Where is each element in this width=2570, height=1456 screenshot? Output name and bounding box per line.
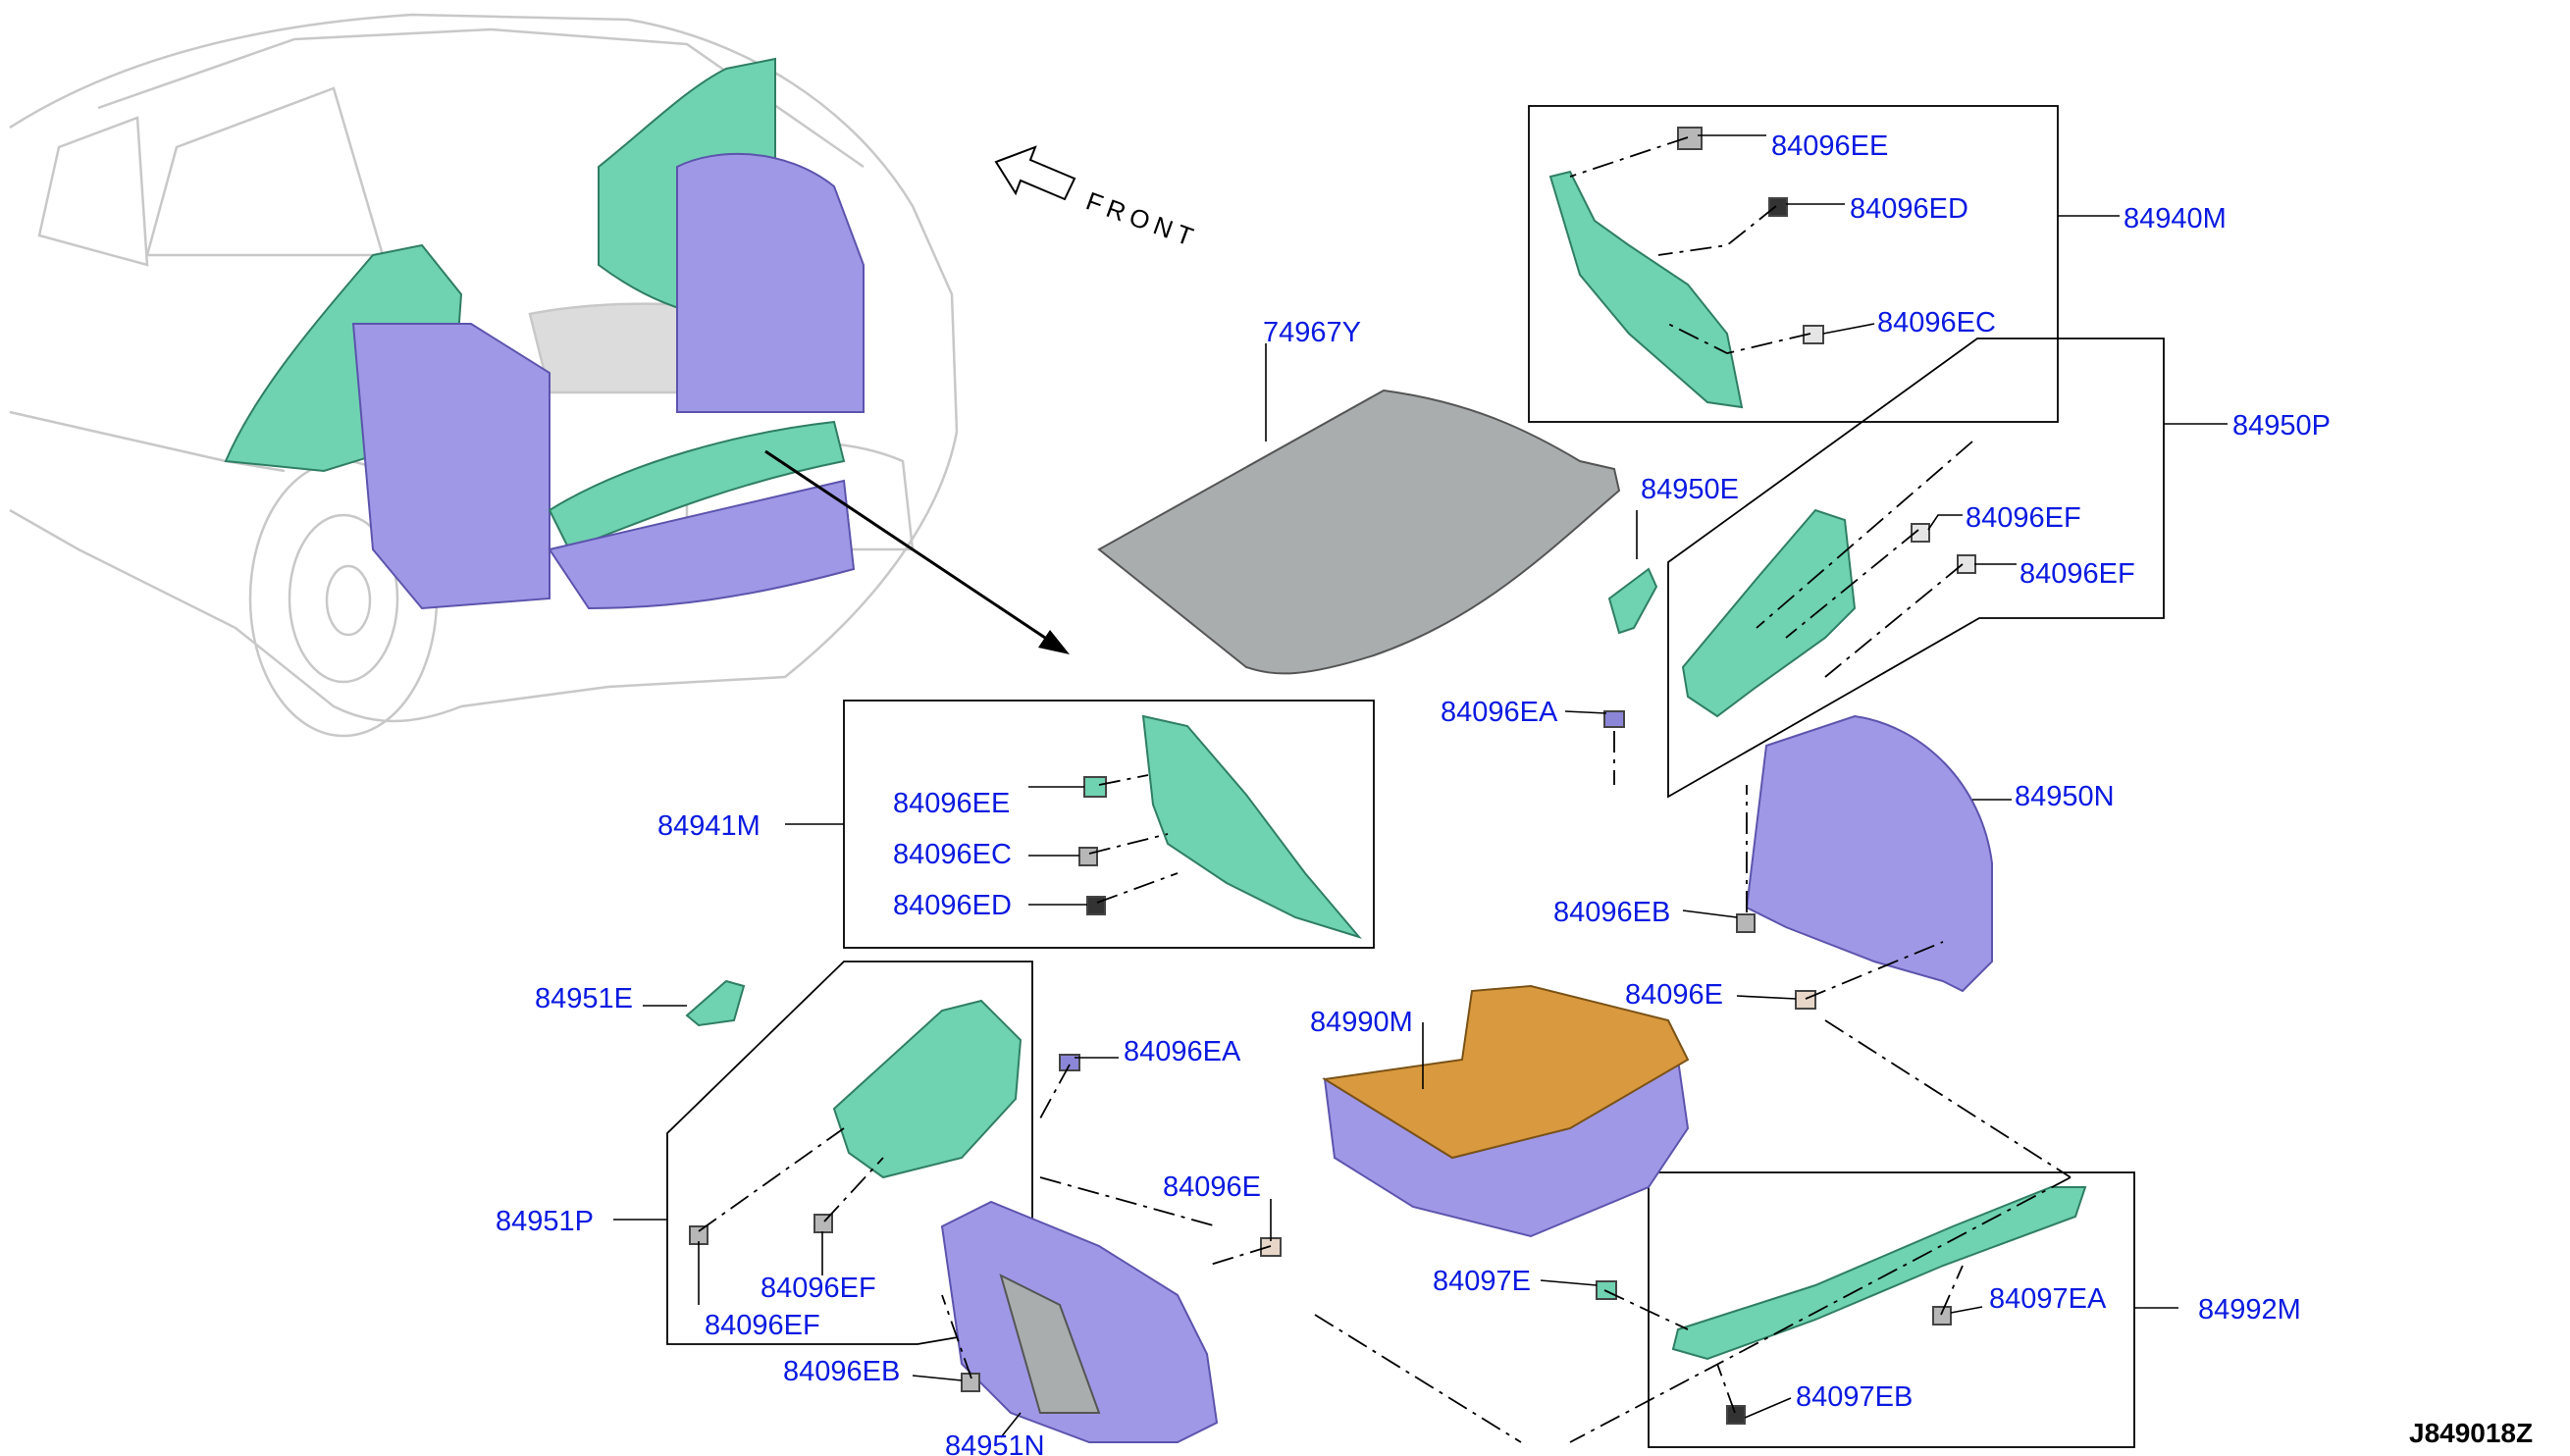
label-84096e-a: 84096E — [1625, 979, 1723, 1011]
label-84096ea-a: 84096EA — [1441, 697, 1558, 728]
detail-arrowhead — [1038, 630, 1070, 654]
part-84950e-trim — [1607, 567, 1658, 635]
assembly-lines — [698, 136, 2072, 1443]
clip-84097eb — [1726, 1405, 1746, 1425]
label-84992m: 84992M — [2198, 1294, 2301, 1326]
front-direction-indicator: FRONT — [994, 145, 1203, 254]
clip-84096ef-c — [689, 1225, 708, 1245]
clip-84096e-right — [1795, 990, 1816, 1010]
label-84096e-b: 84096E — [1163, 1171, 1261, 1203]
box-84950p — [1667, 338, 2165, 799]
label-84950n: 84950N — [2015, 781, 2115, 812]
clip-84096ea-right — [1603, 710, 1625, 728]
label-84096ef-b: 84096EF — [2019, 558, 2135, 590]
part-74967y-floor — [1097, 389, 1621, 675]
part-84992m-sill — [1671, 1186, 2087, 1361]
label-84097e: 84097E — [1433, 1266, 1531, 1297]
part-labels: 84096EE 84096ED 84940M 84096EC 74967Y 84… — [496, 130, 2331, 1456]
label-84951n: 84951N — [945, 1430, 1045, 1456]
drawing-code: J849018Z — [2409, 1418, 2533, 1448]
clip-84096ec-left — [1078, 847, 1098, 866]
label-84096ee-a: 84096EE — [1771, 130, 1888, 162]
label-84941m: 84941M — [657, 810, 761, 842]
clip-84096ee-top — [1677, 127, 1703, 150]
label-84096ef-d: 84096EF — [705, 1310, 820, 1341]
label-84096ee-b: 84096EE — [893, 788, 1010, 819]
part-84940m-trim — [1548, 170, 1744, 409]
part-84950n-trim — [1745, 714, 1993, 993]
part-84951n-trim — [940, 1200, 1219, 1443]
label-84096eb-a: 84096EB — [1553, 897, 1670, 928]
label-74967y: 74967Y — [1263, 317, 1361, 348]
clip-84097ea — [1932, 1306, 1952, 1326]
label-84096ed-b: 84096ED — [893, 890, 1012, 921]
label-84096ef-a: 84096EF — [1966, 502, 2081, 534]
clip-84096ef-d — [813, 1214, 833, 1233]
part-84951p-trim — [832, 999, 1023, 1179]
label-84096ed-a: 84096ED — [1850, 193, 1968, 225]
label-84951p: 84951P — [496, 1206, 594, 1237]
clip-84096ee-left — [1083, 776, 1107, 798]
label-84096ea-b: 84096EA — [1124, 1036, 1241, 1067]
clip-84096ed-left — [1086, 896, 1106, 915]
label-84096ec-b: 84096EC — [893, 839, 1012, 870]
box-84940m — [1528, 105, 2059, 423]
front-label: FRONT — [1082, 185, 1203, 253]
detail-arrow — [764, 449, 1061, 650]
label-84096eb-b: 84096EB — [783, 1356, 900, 1387]
part-84950p-trim — [1681, 508, 1857, 718]
clip-84096ec-top — [1803, 325, 1824, 344]
label-84097ea: 84097EA — [1989, 1283, 2107, 1315]
label-84097eb: 84097EB — [1796, 1381, 1913, 1413]
box-84992m — [1648, 1171, 2135, 1448]
label-84950e: 84950E — [1641, 474, 1739, 505]
clip-84096eb-right — [1736, 913, 1756, 933]
label-84096ef-c: 84096EF — [761, 1273, 876, 1304]
leader-lines — [613, 134, 2228, 1438]
part-84951e-trim — [685, 979, 746, 1027]
clip-84096ed-top — [1768, 197, 1788, 217]
label-84951e: 84951E — [535, 983, 633, 1014]
clip-84096ea-left — [1059, 1054, 1080, 1071]
clip-84096eb-left — [961, 1373, 980, 1392]
part-84990m-tray — [1322, 984, 1690, 1238]
clip-84096ef-b — [1957, 554, 1976, 574]
label-84096ec-a: 84096EC — [1877, 307, 1996, 338]
part-84951n-panel — [999, 1274, 1101, 1414]
label-84990m: 84990M — [1310, 1007, 1413, 1038]
label-84940m: 84940M — [2124, 203, 2227, 234]
part-84941m-trim — [1141, 714, 1362, 939]
label-84950p: 84950P — [2232, 410, 2331, 442]
